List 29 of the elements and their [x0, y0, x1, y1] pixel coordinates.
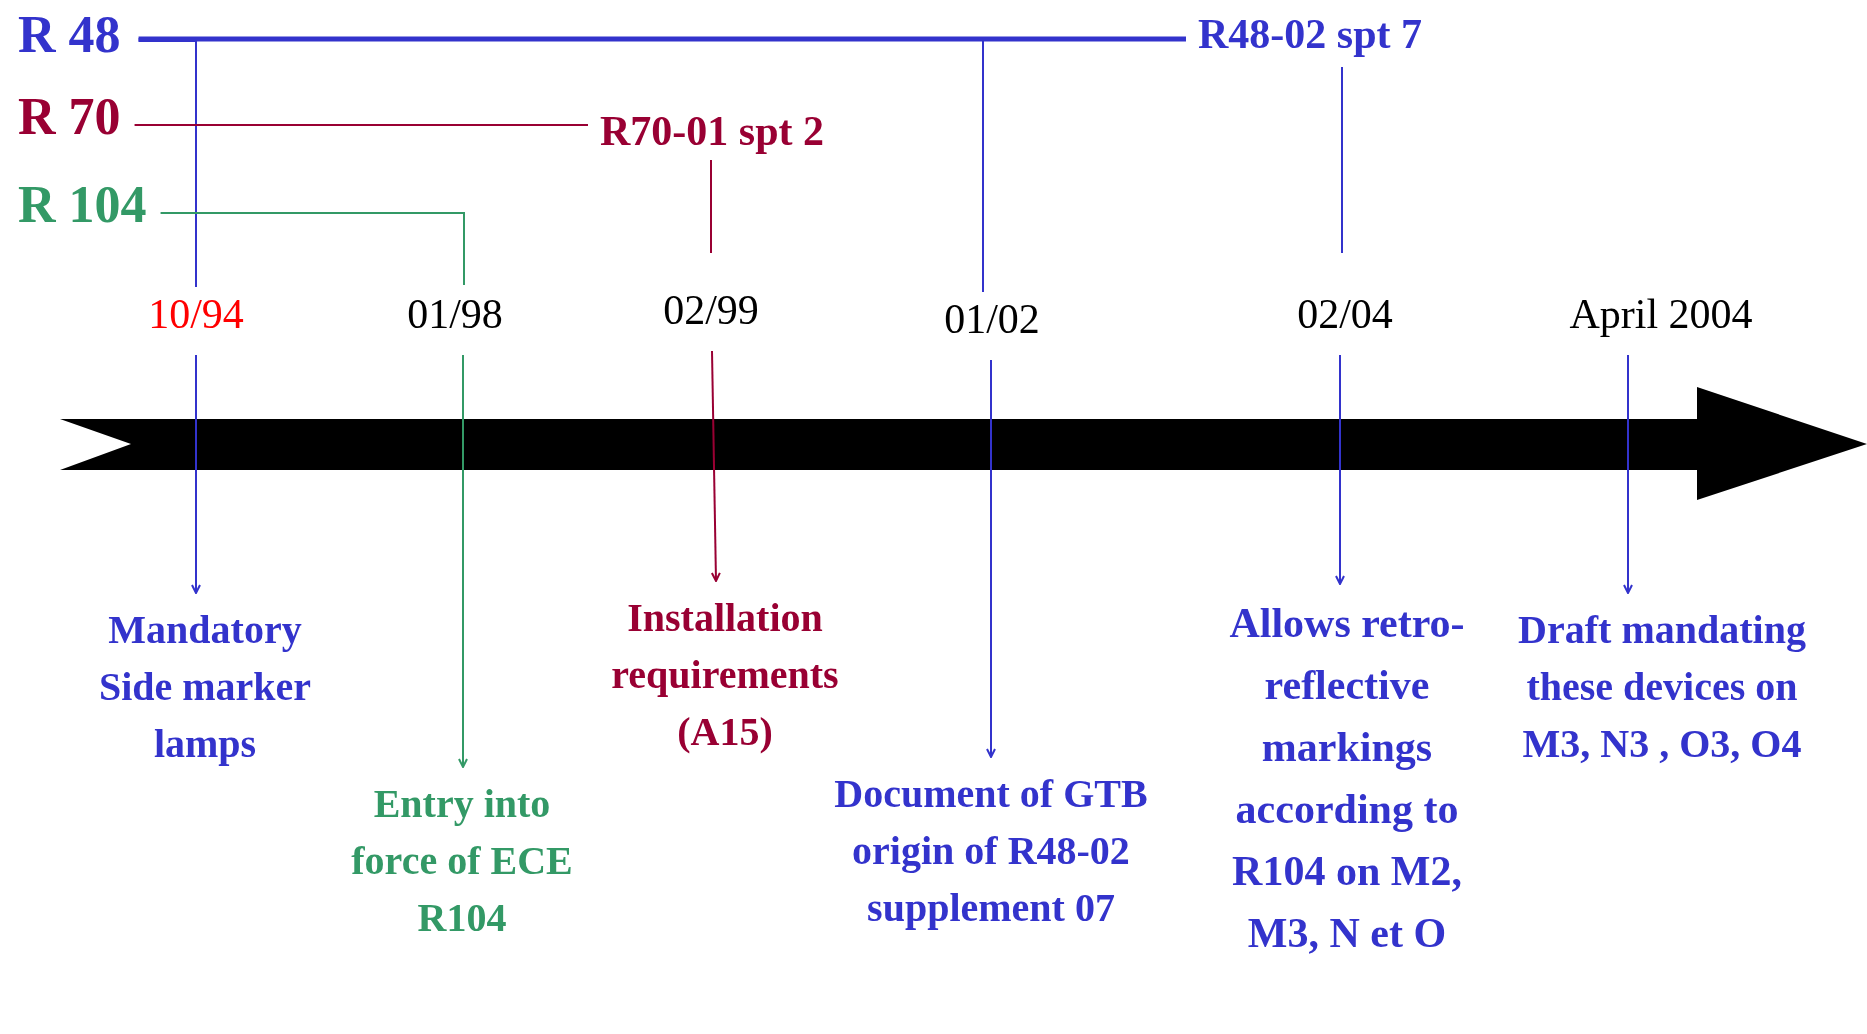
- arrow: [1335, 354, 1345, 585]
- regulation-label: R 104: [18, 179, 147, 231]
- connector-line: [1341, 66, 1343, 254]
- connector-line: [159, 212, 465, 286]
- event-description: Allows retro-reflective markings according to R104 on M2, M3, N et O: [1222, 592, 1472, 964]
- supplement-label: R70-01 spt 2: [600, 110, 824, 152]
- date-label: 01/02: [944, 298, 1040, 340]
- event-description: Document of GTB origin of R48-02 supplement 07: [796, 765, 1186, 936]
- event-description: Draft mandating these devices on M3, N3 , O3, O4: [1497, 601, 1827, 772]
- event-description: Mandatory Side marker lamps: [70, 601, 340, 772]
- connector-line: [710, 159, 712, 254]
- event-description: Entry into force of ECE R104: [342, 775, 582, 946]
- connector-line: [137, 38, 984, 293]
- event-description: Installation requirements (A15): [580, 589, 870, 760]
- arrow: [710, 350, 721, 582]
- arrow: [458, 354, 468, 768]
- supplement-label: R48-02 spt 7: [1198, 13, 1422, 55]
- connector-line: [138, 36, 1186, 42]
- date-label: 02/04: [1297, 293, 1393, 335]
- connector-line: [133, 124, 589, 126]
- arrow: [191, 354, 201, 594]
- date-label: 02/99: [663, 289, 759, 331]
- date-label: April 2004: [1569, 293, 1753, 335]
- arrow: [986, 359, 996, 758]
- date-label: 01/98: [407, 293, 503, 335]
- date-label: 10/94: [148, 293, 244, 335]
- arrow: [1623, 354, 1633, 594]
- regulation-label: R 70: [18, 91, 121, 143]
- regulation-label: R 48: [18, 9, 121, 61]
